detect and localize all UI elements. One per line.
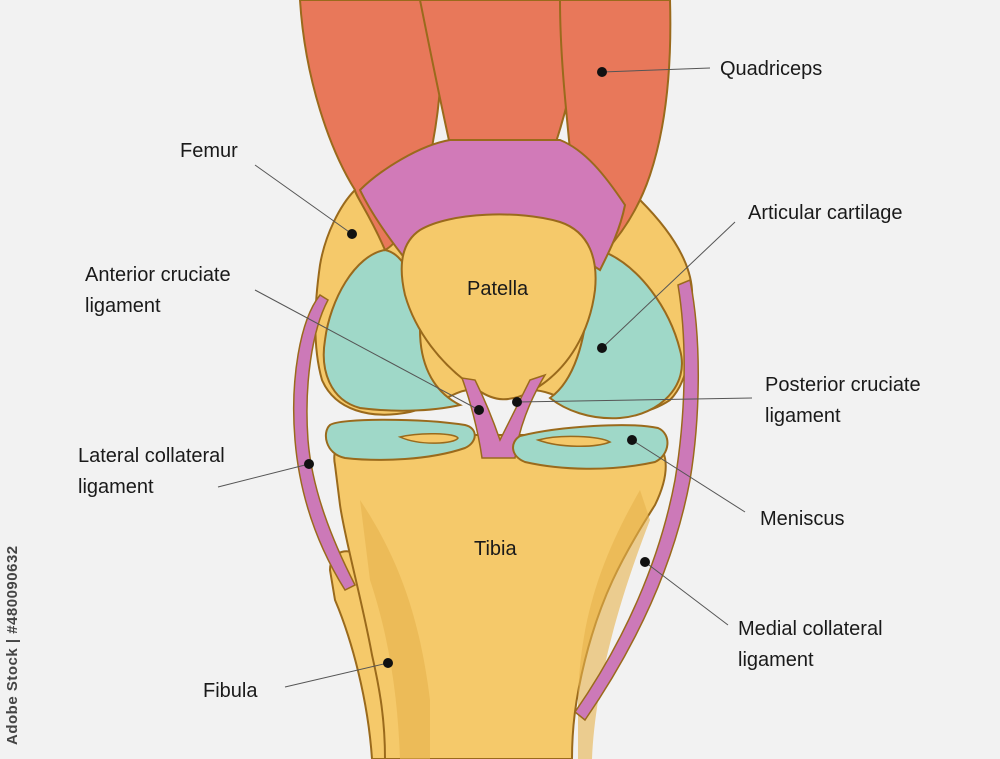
label-medial-collateral-line1: Medial collateral xyxy=(738,618,883,640)
label-posterior-cruciate-line1: Posterior cruciate xyxy=(765,374,921,396)
label-posterior-cruciate-ligament: Posterior cruciate ligament xyxy=(765,370,921,432)
label-medial-collateral-ligament: Medial collateral ligament xyxy=(738,614,883,676)
dot-lateral-collateral xyxy=(304,459,314,469)
leader-femur xyxy=(254,164,353,235)
label-patella: Patella xyxy=(467,274,528,305)
cruciate-ligaments xyxy=(460,373,547,459)
dot-articular-cartilage xyxy=(597,343,607,353)
label-femur: Femur xyxy=(180,136,238,167)
label-articular-cartilage-text: Articular cartilage xyxy=(748,202,903,224)
label-fibula-text: Fibula xyxy=(203,680,258,702)
leader-fibula xyxy=(284,662,389,688)
label-lateral-collateral-line1: Lateral collateral xyxy=(78,445,225,467)
label-femur-text: Femur xyxy=(180,140,238,162)
meniscus-lateral-inner xyxy=(397,433,459,444)
label-meniscus: Meniscus xyxy=(760,504,844,535)
label-tibia-text: Tibia xyxy=(474,538,517,560)
leader-lateral-collateral xyxy=(217,463,310,488)
leader-meniscus xyxy=(631,439,746,513)
leader-posterior-cruciate xyxy=(516,397,753,403)
label-fibula: Fibula xyxy=(203,676,257,707)
lateral-collateral-ligament xyxy=(292,294,357,591)
label-quadriceps: Quadriceps xyxy=(720,54,822,85)
dot-fibula xyxy=(383,658,393,668)
label-anterior-cruciate-line2: ligament xyxy=(85,295,161,317)
marker-dots xyxy=(304,67,650,668)
patella-bone xyxy=(400,213,597,401)
meniscus-medial xyxy=(512,424,669,470)
dot-meniscus xyxy=(627,435,637,445)
dot-quadriceps xyxy=(597,67,607,77)
dot-medial-collateral xyxy=(640,557,650,567)
label-articular-cartilage: Articular cartilage xyxy=(748,198,903,229)
label-quadriceps-text: Quadriceps xyxy=(720,58,823,80)
medial-collateral-ligament xyxy=(573,278,700,722)
label-lateral-collateral-line2: ligament xyxy=(78,476,154,498)
leader-quadriceps xyxy=(601,67,711,73)
stock-id-watermark: Adobe Stock | #480090632 xyxy=(4,545,21,745)
leader-articular-cartilage xyxy=(601,221,736,349)
label-anterior-cruciate-line1: Anterior cruciate xyxy=(85,264,231,286)
label-tibia: Tibia xyxy=(474,534,517,565)
tibia-shade xyxy=(360,500,430,759)
label-posterior-cruciate-line2: ligament xyxy=(765,405,841,427)
label-lateral-collateral-ligament: Lateral collateral ligament xyxy=(78,441,225,503)
leader-anterior-cruciate xyxy=(254,289,480,411)
meniscus-lateral xyxy=(324,418,476,461)
leader-lines xyxy=(217,67,753,688)
meniscus-medial-inner xyxy=(535,435,612,448)
label-anterior-cruciate-ligament: Anterior cruciate ligament xyxy=(85,260,231,322)
label-meniscus-text: Meniscus xyxy=(760,508,845,530)
dot-anterior-cruciate xyxy=(474,405,484,415)
dot-posterior-cruciate xyxy=(512,397,522,407)
label-medial-collateral-line2: ligament xyxy=(738,649,814,671)
leader-medial-collateral xyxy=(644,561,729,626)
dot-femur xyxy=(347,229,357,239)
label-patella-text: Patella xyxy=(467,278,529,300)
